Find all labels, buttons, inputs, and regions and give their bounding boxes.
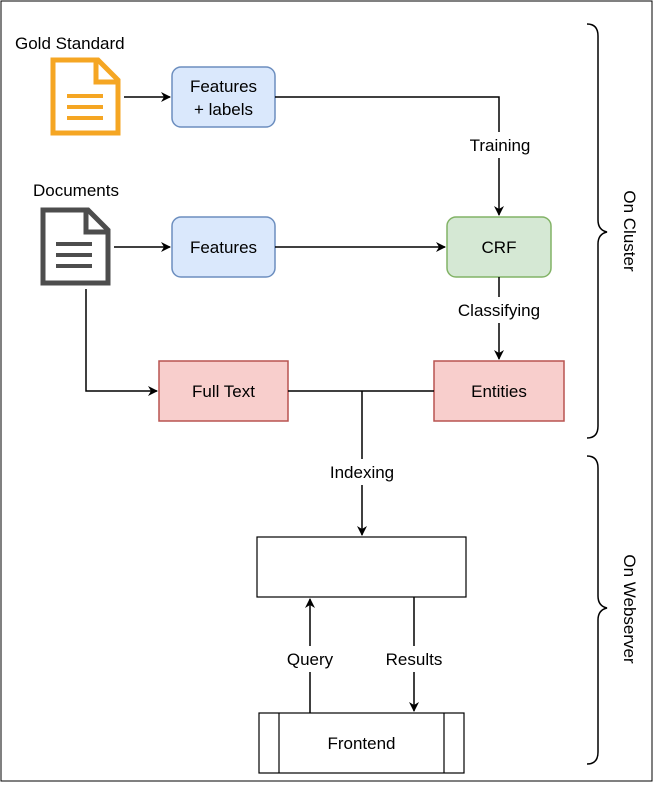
training-label: Training bbox=[470, 136, 531, 155]
arrow-training bbox=[275, 96, 504, 216]
classifying-label-bg bbox=[446, 297, 552, 323]
features-label: Features bbox=[190, 238, 257, 257]
query-label: Query bbox=[287, 650, 334, 669]
features-labels-box: Features + labels bbox=[171, 66, 276, 128]
crf-box: CRF bbox=[446, 216, 552, 278]
results-label: Results bbox=[386, 650, 443, 669]
frontend-label: Frontend bbox=[327, 734, 395, 753]
documents-icon bbox=[40, 207, 111, 286]
index-box bbox=[256, 536, 467, 598]
features-labels-line1: Features bbox=[190, 77, 257, 96]
full-text-label: Full Text bbox=[192, 382, 255, 401]
webserver-brace bbox=[586, 455, 608, 765]
entities-box bbox=[433, 360, 565, 422]
gold-standard-label: Gold Standard bbox=[15, 34, 125, 53]
frontend-box: Frontend bbox=[258, 712, 465, 774]
full-text-box bbox=[158, 360, 289, 422]
gold-standard-document-icon bbox=[50, 57, 121, 136]
query-label-bg bbox=[280, 646, 340, 672]
training-label-bg bbox=[460, 132, 540, 158]
indexing-label-bg bbox=[320, 459, 404, 485]
indexing-label: Indexing bbox=[330, 463, 394, 482]
documents-label: Documents bbox=[33, 181, 119, 200]
arrow-docs-to-full-text bbox=[85, 289, 158, 396]
classifying-label: Classifying bbox=[458, 301, 540, 320]
crf-label: CRF bbox=[482, 238, 517, 257]
on-webserver-label: On Webserver bbox=[620, 554, 639, 664]
features-labels-line2: + labels bbox=[194, 100, 253, 119]
features-box: Features bbox=[171, 216, 276, 278]
on-cluster-label: On Cluster bbox=[620, 190, 639, 272]
entities-label: Entities bbox=[471, 382, 527, 401]
results-label-bg bbox=[376, 646, 452, 672]
cluster-brace bbox=[586, 23, 608, 439]
